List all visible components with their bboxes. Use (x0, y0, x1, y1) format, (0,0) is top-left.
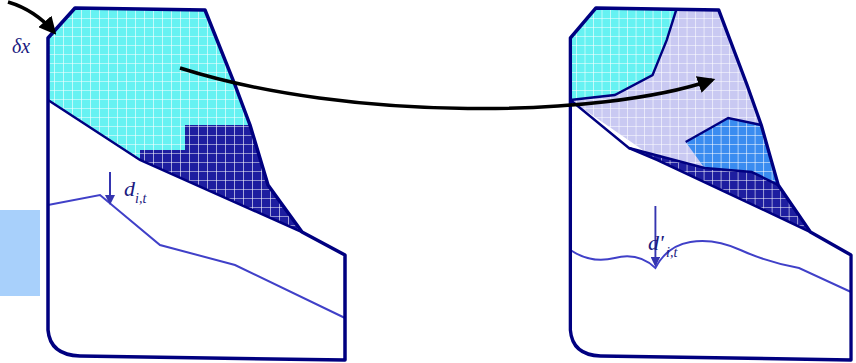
transfer-arrow (180, 68, 712, 109)
depth-subscript: i,t (666, 246, 677, 260)
depth-symbol: d (124, 178, 135, 200)
depth-subscript: i,t (135, 192, 146, 206)
side-bar (0, 210, 40, 296)
entry-arrow (8, 2, 54, 32)
dimension-label: δx (12, 36, 30, 56)
right-slab (570, 8, 851, 360)
left-slab (48, 8, 345, 360)
depth-symbol: d' (648, 232, 664, 254)
